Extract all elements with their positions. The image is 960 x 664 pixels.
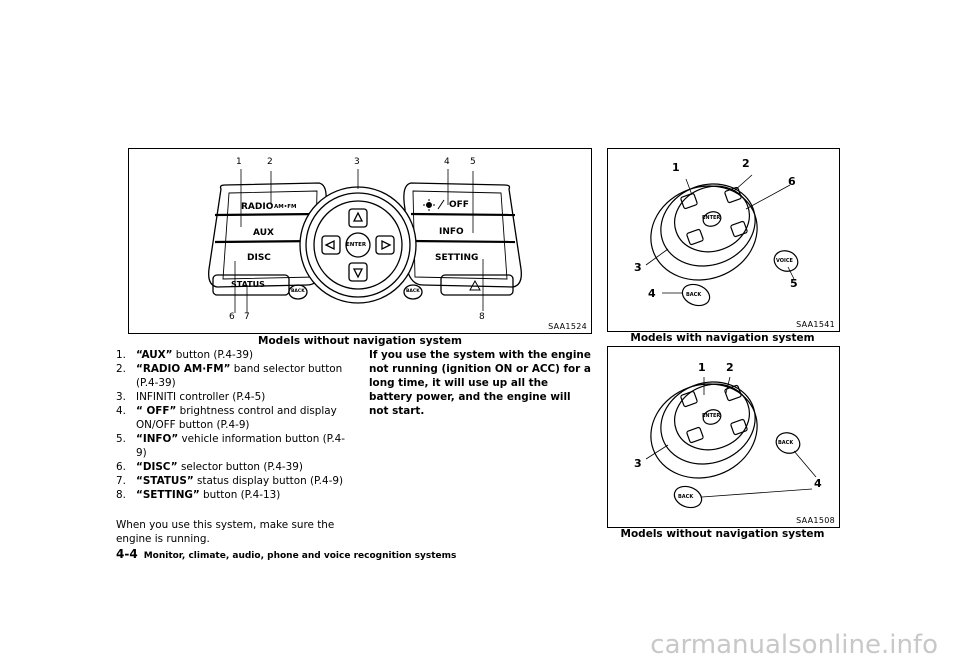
voice-label: VOICE [776, 258, 793, 264]
setting-button-label: SETTING [435, 253, 479, 263]
radio-button-label: RADIO [241, 202, 274, 212]
figure-caption-nonav: Models without navigation system [620, 528, 825, 540]
callout-5: 5 [470, 157, 476, 167]
callout-1: 1 [236, 157, 242, 167]
callout-3: 3 [634, 261, 642, 274]
back-button-right-label: BACK [406, 289, 420, 294]
aux-button-label: AUX [253, 228, 274, 238]
figure-code: SAA1541 [796, 320, 835, 329]
callout-4: 4 [648, 287, 656, 300]
back-label: BACK [686, 292, 702, 298]
callout-1: 1 [698, 361, 706, 374]
figure-code: SAA1508 [796, 516, 835, 525]
controller-nonav-illustration [645, 376, 817, 509]
figure-caption-main: Models without navigation system [258, 335, 462, 347]
amfm-label: AM•FM [274, 204, 297, 210]
callout-1: 1 [672, 161, 680, 174]
engine-note: When you use this system, make sure the … [116, 519, 335, 545]
controller-nav-figure: 1 2 3 4 5 6 ENTER BACK VOICE SAA1541 [607, 148, 840, 332]
figure-code: SAA1524 [548, 322, 587, 331]
battery-warning: If you use the system with the engine no… [369, 349, 591, 417]
callout-6: 6 [229, 312, 235, 322]
watermark: carmanualsonline.info [650, 630, 938, 660]
off-button-label: OFF [449, 200, 469, 210]
callout-8: 8 [479, 312, 485, 322]
callout-4: 4 [814, 477, 822, 490]
enter-button-label: ENTER [346, 242, 367, 248]
list-item: 8.“SETTING” button (P.4-13) [116, 489, 281, 501]
figure-caption-nav: Models with navigation system [630, 332, 815, 344]
control-panel-illustration [208, 169, 522, 313]
callout-3: 3 [354, 157, 360, 167]
back-label-right: BACK [778, 440, 794, 446]
controller-nav-illustration [645, 174, 799, 307]
info-button-label: INFO [439, 227, 464, 237]
brightness-icon [423, 199, 445, 211]
status-button-label: STATUS [231, 280, 265, 289]
enter-label: ENTER [702, 215, 721, 221]
button-list: 1.“AUX” button (P.4-39) 2.“RADIO AM·FM” … [116, 348, 352, 502]
controller-nonav-figure: 1 2 3 4 ENTER BACK BACK SAA1508 [607, 346, 840, 528]
list-item: 1.“AUX” button (P.4-39) [116, 349, 254, 361]
back-button-left-label: BACK [291, 289, 305, 294]
disc-button-label: DISC [247, 253, 271, 263]
enter-label: ENTER [702, 413, 721, 419]
list-item: 5.“INFO” vehicle information button (P.4… [116, 433, 345, 459]
list-item: 3.INFINITI controller (P.4-5) [116, 391, 266, 403]
callout-6: 6 [788, 175, 796, 188]
list-item: 7.“STATUS” status display button (P.4-9) [116, 475, 344, 487]
callout-3: 3 [634, 457, 642, 470]
list-item: 4.“ OFF” brightness control and display … [116, 405, 337, 431]
control-panel-figure: 1 2 3 4 5 6 7 8 RADIO AM•FM AUX DISC STA… [128, 148, 592, 334]
page-number: 4-4 [116, 547, 138, 561]
callout-7: 7 [244, 312, 250, 322]
page-footer: 4-4 Monitor, climate, audio, phone and vo… [116, 547, 456, 561]
callout-2: 2 [726, 361, 734, 374]
callout-2: 2 [742, 157, 750, 170]
back-label-bottom: BACK [678, 494, 694, 500]
callout-5: 5 [790, 277, 798, 290]
section-title: Monitor, climate, audio, phone and voice… [143, 551, 457, 561]
callout-4: 4 [444, 157, 450, 167]
callout-2: 2 [267, 157, 273, 167]
list-item: 6.“DISC” selector button (P.4-39) [116, 461, 303, 473]
list-item: 2.“RADIO AM·FM” band selector button (P.… [116, 363, 343, 389]
